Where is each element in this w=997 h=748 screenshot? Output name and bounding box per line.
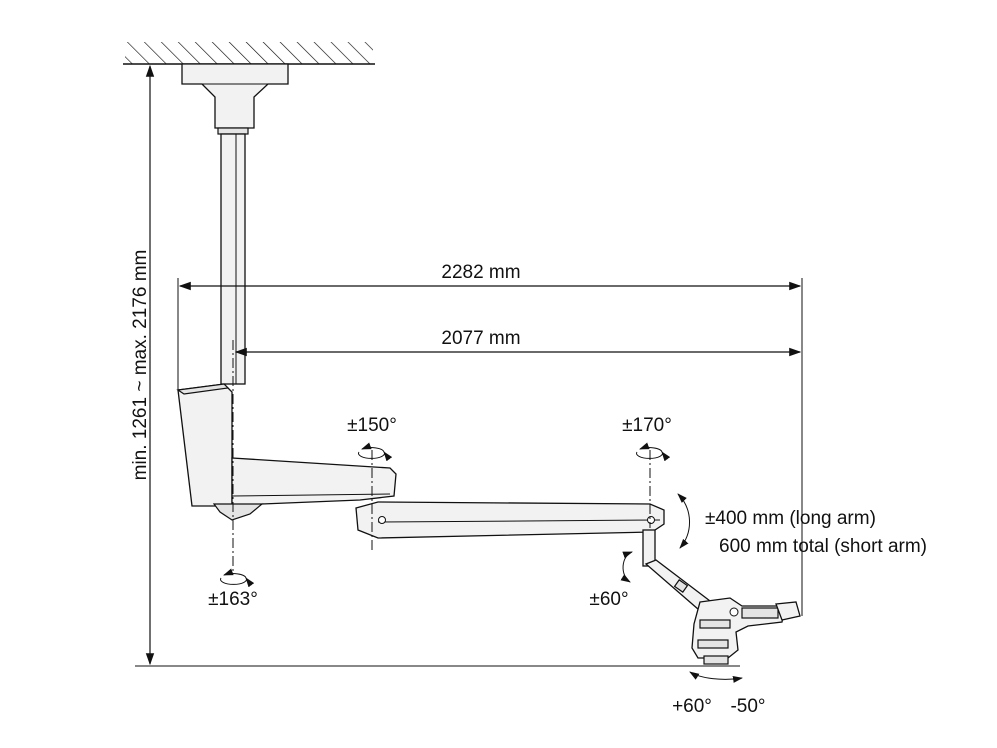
- height-dimension-line: [135, 64, 740, 667]
- column-rotation-label: ±163°: [208, 589, 258, 610]
- vertical-travel-label-2: 600 mm total (short arm): [719, 536, 927, 557]
- head-tilt-down-label: -50°: [730, 696, 765, 717]
- first-arm: [212, 457, 397, 521]
- vertical-travel-label-1: ±400 mm (long arm): [705, 508, 876, 529]
- ceiling-mount: [181, 63, 289, 135]
- joint2-rotation-label: ±170°: [622, 415, 672, 436]
- microscope-head: [691, 597, 801, 665]
- ceiling: [123, 42, 375, 65]
- total-reach-label: 2282 mm: [441, 262, 520, 283]
- vertical-travel-arc-icon: [677, 493, 690, 549]
- head-tilt-up-label: +60°: [672, 696, 712, 717]
- tilt-rotation-label: ±60°: [589, 589, 628, 610]
- column-rotation-icon: [220, 568, 255, 588]
- joint1-rotation-label: ±150°: [347, 415, 397, 436]
- tilt-rotation-icon: [620, 551, 633, 583]
- arm-reach-label: 2077 mm: [441, 328, 520, 349]
- head-tilt-arc-icon: [689, 671, 743, 683]
- joint2-rotation-icon: [636, 442, 671, 462]
- height-dimension-label: min. 1261 ~ max. 2176 mm: [130, 250, 151, 481]
- total-reach-dimension-line: [177, 278, 803, 616]
- spring-arm: [355, 501, 665, 539]
- control-housing: [176, 383, 233, 507]
- joint1-rotation-icon: [358, 442, 393, 462]
- tilt-link: [642, 529, 715, 617]
